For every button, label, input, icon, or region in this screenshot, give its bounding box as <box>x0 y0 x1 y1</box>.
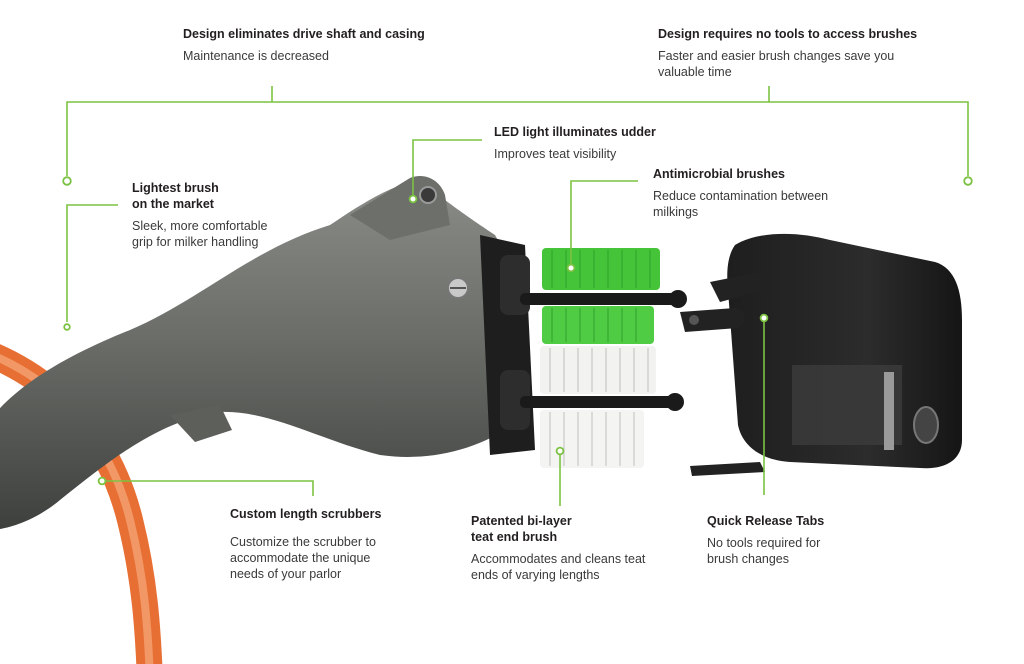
callout-description: No tools required for brush changes <box>707 536 821 566</box>
callout-description: Customize the scrubber to accommodate th… <box>230 535 376 581</box>
milking-brush-handle-icon <box>0 175 535 529</box>
callout-description: Reduce contamination between milkings <box>653 189 829 219</box>
callout-title: Design requires no tools to access brush… <box>658 27 918 41</box>
white-brush-icon <box>520 346 684 468</box>
callout-description: Maintenance is decreased <box>183 49 329 63</box>
callout-title: Custom length scrubbers <box>230 507 382 521</box>
callout-title: Design eliminates drive shaft and casing <box>183 27 425 41</box>
brush-cover-icon <box>680 233 962 476</box>
callout-drive-shaft: Design eliminates drive shaft and casing… <box>183 26 483 64</box>
callout-bilayer: Patented bi-layer teat end brush Accommo… <box>471 513 671 583</box>
callout-scrubbers: Custom length scrubbers Customize the sc… <box>230 506 430 582</box>
callout-description: Sleek, more comfortable grip for milker … <box>132 219 268 249</box>
callout-description: Improves teat visibility <box>494 147 617 161</box>
callout-quick-release: Quick Release Tabs No tools required for… <box>707 513 907 567</box>
callout-title: Lightest brush on the market <box>132 181 219 211</box>
callout-led: LED light illuminates udder Improves tea… <box>494 124 694 162</box>
callout-antimicrobial: Antimicrobial brushes Reduce contaminati… <box>653 166 873 220</box>
green-brush-icon <box>520 248 687 344</box>
callout-dots <box>62 176 973 486</box>
callout-description: Faster and easier brush changes save you… <box>658 49 895 79</box>
callout-title: Quick Release Tabs <box>707 514 825 528</box>
callout-title: Antimicrobial brushes <box>653 167 785 181</box>
callout-lightest-brush: Lightest brush on the market Sleek, more… <box>132 180 302 250</box>
callout-description: Accommodates and cleans teat ends of var… <box>471 552 646 582</box>
callout-lines <box>66 86 969 506</box>
callout-title: Patented bi-layer teat end brush <box>471 514 572 544</box>
callout-title: LED light illuminates udder <box>494 125 656 139</box>
callout-no-tools: Design requires no tools to access brush… <box>658 26 958 80</box>
